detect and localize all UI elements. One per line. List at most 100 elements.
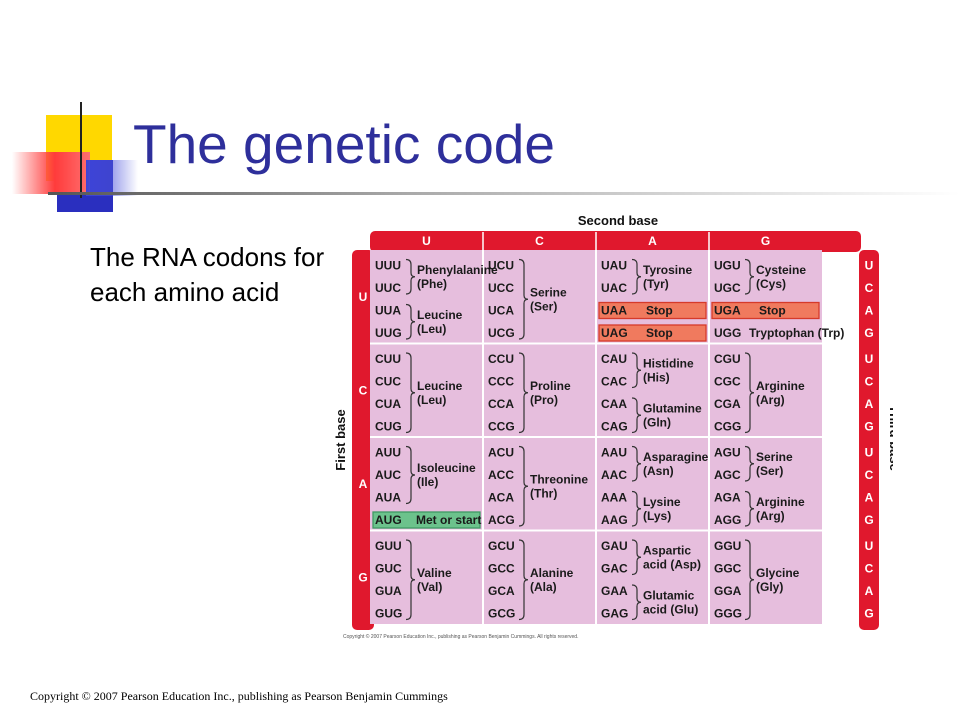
- amino-acid-label: Glycine: [756, 566, 800, 580]
- bracket: [744, 352, 755, 434]
- codon-uug: UUG: [375, 326, 402, 340]
- stop-codon-highlight: [711, 301, 820, 320]
- page-title: The genetic code: [133, 113, 555, 175]
- first-base-u: U: [359, 290, 368, 304]
- codon-agc: AGC: [714, 468, 741, 482]
- bracket: [518, 258, 529, 340]
- amino-acid-label: (Leu): [417, 393, 446, 407]
- second-base-a: A: [648, 234, 657, 248]
- bracket: [518, 539, 529, 621]
- bracket: [631, 397, 642, 434]
- bracket: [405, 445, 416, 505]
- amino-acid-label: Histidine: [643, 356, 694, 370]
- first-base-bar: [352, 250, 374, 630]
- title-divider: [48, 192, 960, 195]
- codon-uuu: UUU: [375, 259, 401, 273]
- third-base-u: U: [865, 446, 874, 460]
- codon-cug: CUG: [375, 420, 402, 434]
- bracket: [744, 445, 755, 482]
- bracket: [518, 352, 529, 434]
- amino-acid-label: (Asn): [643, 464, 674, 478]
- bracket: [631, 539, 642, 576]
- codon-cca: CCA: [488, 397, 514, 411]
- codon-cgc: CGC: [714, 375, 741, 389]
- decor-blue-fade-square: [86, 160, 138, 196]
- amino-acid-label: (Ala): [530, 580, 557, 594]
- codon-ggc: GGC: [714, 562, 742, 576]
- codon-gcc: GCC: [488, 562, 515, 576]
- codon-gac: GAC: [601, 562, 628, 576]
- first-base-g: G: [358, 570, 367, 584]
- stop-codon-highlight: [598, 324, 707, 342]
- amino-acid-label: Asparagine: [643, 450, 709, 464]
- codon-aac: AAC: [601, 468, 627, 482]
- codon-gcu: GCU: [488, 539, 515, 553]
- amino-acid-label: Serine: [530, 285, 567, 299]
- amino-acid-label: (His): [643, 370, 670, 384]
- bracket: [631, 445, 642, 482]
- first-base-c: C: [359, 383, 368, 397]
- amino-acid-label: Cysteine: [756, 263, 806, 277]
- codon-uag: UAG: [601, 326, 628, 340]
- amino-acid-label: (Arg): [756, 393, 785, 407]
- third-base-label: Third base: [887, 405, 893, 471]
- first-base-a: A: [359, 477, 368, 491]
- codon-ucu: UCU: [488, 259, 514, 273]
- amino-acid-label: (Ser): [530, 299, 557, 313]
- bracket: [631, 584, 642, 621]
- codon-cag: CAG: [601, 420, 628, 434]
- third-base-c: C: [865, 468, 874, 482]
- codon-cuu: CUU: [375, 352, 401, 366]
- codon-agu: AGU: [714, 446, 741, 460]
- bracket: [631, 258, 642, 295]
- stop-label: Stop: [759, 304, 786, 318]
- second-base-label: Second base: [578, 213, 658, 228]
- codon-gga: GGA: [714, 584, 742, 598]
- codon-auu: AUU: [375, 446, 401, 460]
- codon-uua: UUA: [375, 304, 401, 318]
- second-base-header-bar: [370, 231, 861, 252]
- bracket: [405, 303, 416, 340]
- codon-agg: AGG: [714, 513, 741, 527]
- amino-acid-label: (Gly): [756, 580, 783, 594]
- start-label: Met or start: [416, 513, 481, 527]
- third-base-c: C: [865, 281, 874, 295]
- third-base-g: G: [864, 607, 873, 621]
- codon-aca: ACA: [488, 491, 514, 505]
- start-codon-highlight: [372, 511, 481, 529]
- codon-uac: UAC: [601, 281, 627, 295]
- third-base-c: C: [865, 375, 874, 389]
- amino-acid-label: Arginine: [756, 379, 805, 393]
- codon-guc: GUC: [375, 562, 402, 576]
- bracket: [744, 490, 755, 527]
- codon-guu: GUU: [375, 539, 402, 553]
- amino-acid-label: Threonine: [530, 472, 588, 486]
- amino-acid-label: Arginine: [756, 495, 805, 509]
- third-base-a: A: [865, 491, 874, 505]
- amino-acid-label: (Leu): [417, 322, 446, 336]
- codon-ugu: UGU: [714, 259, 741, 273]
- amino-acid-label: Isoleucine: [417, 461, 476, 475]
- amino-acid-label: Proline: [530, 379, 571, 393]
- codon-ccc: CCC: [488, 375, 514, 389]
- amino-acid-label: Serine: [756, 450, 793, 464]
- amino-acid-label: (Ile): [417, 475, 438, 489]
- codon-acu: ACU: [488, 446, 514, 460]
- copyright-footer: Copyright © 2007 Pearson Education Inc.,…: [30, 689, 448, 703]
- bracket: [405, 352, 416, 434]
- amino-acid-label: Valine: [417, 566, 452, 580]
- third-base-a: A: [865, 584, 874, 598]
- codon-gca: GCA: [488, 584, 515, 598]
- amino-acid-label: (Lys): [643, 509, 671, 523]
- amino-acid-label: Alanine: [530, 566, 574, 580]
- third-base-g: G: [864, 513, 873, 527]
- third-base-g: G: [864, 326, 873, 340]
- codon-ugc: UGC: [714, 281, 741, 295]
- codon-acg: ACG: [488, 513, 515, 527]
- bracket: [744, 258, 755, 295]
- third-base-g: G: [864, 420, 873, 434]
- bracket: [518, 445, 529, 527]
- codon-ugg: UGG: [714, 326, 741, 340]
- third-base-u: U: [865, 259, 874, 273]
